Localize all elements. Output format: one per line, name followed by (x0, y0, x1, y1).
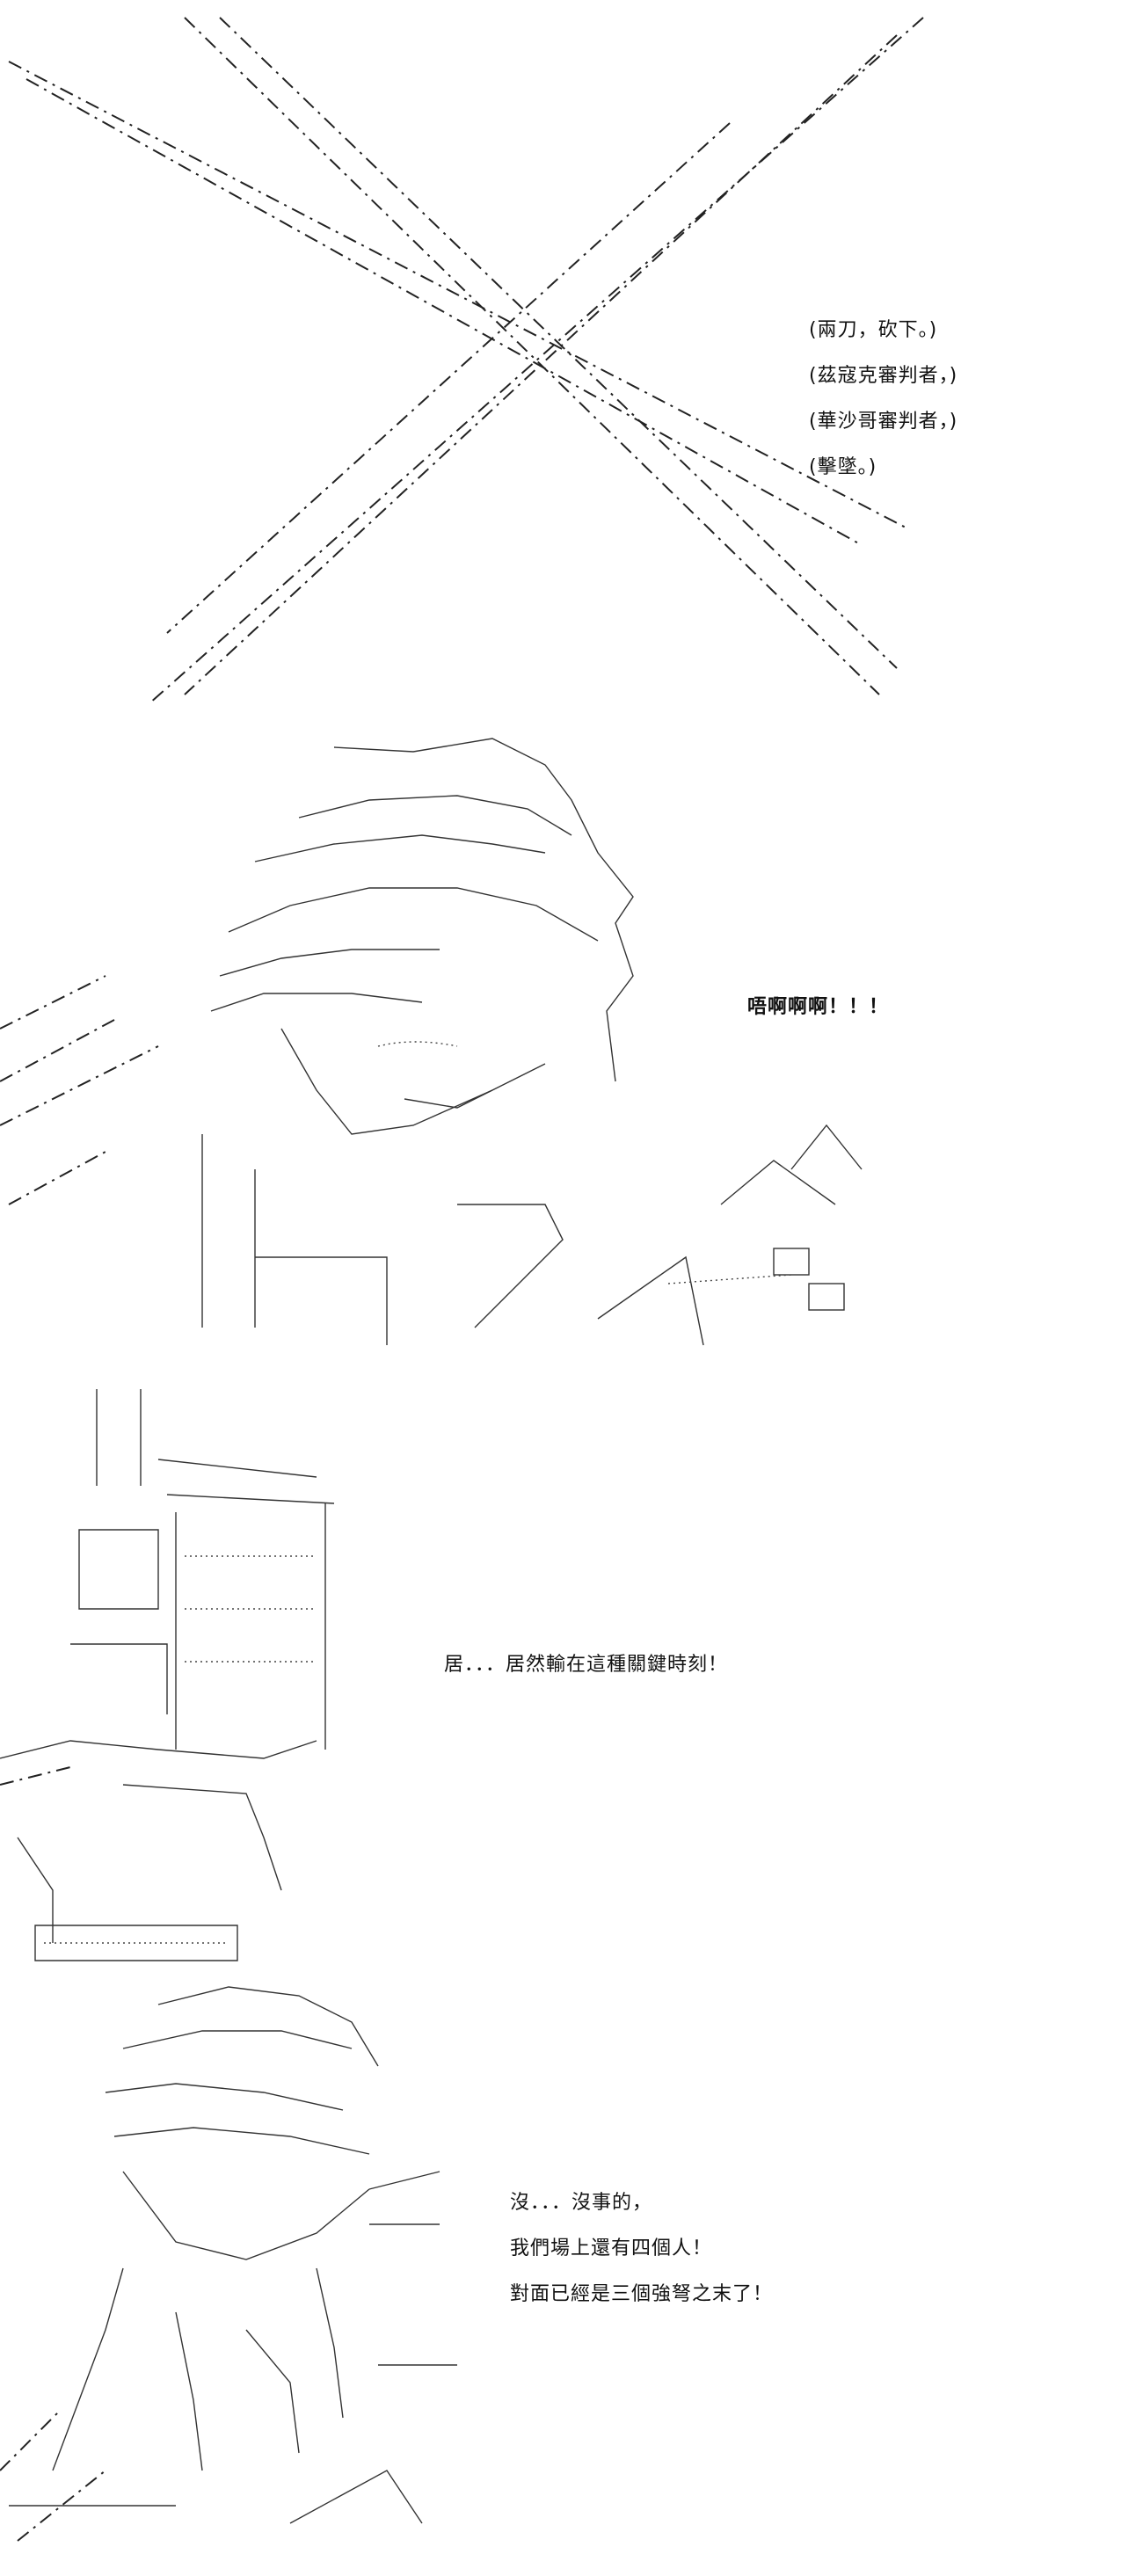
reassuring-character-art (0, 1986, 457, 2542)
screaming-character-art (0, 738, 863, 1346)
crossed-blades-art (8, 17, 924, 704)
panel-scream: 唔啊啊啊！！！ (0, 712, 1143, 1380)
panel-reassure: 沒．．．沒事的， 我們場上還有四個人！ 對面已經是三個強弩之末了！ (0, 1978, 1143, 2576)
narration-line-4: (擊墜。) (809, 456, 877, 478)
panel-slash: (兩刀，砍下。) (茲寇克審判者，) (華沙哥審判者，) (擊墜。) (0, 0, 1143, 712)
defeated-character-art (0, 1389, 335, 1961)
reassure-dialogue: 沒．．．沒事的， 我們場上還有四個人！ 對面已經是三個強弩之末了！ (510, 2189, 773, 2309)
narration-line-1: (兩刀，砍下。) (809, 319, 938, 341)
defeat-line: 居．．．居然輸在這種關鍵時刻！ (444, 1654, 729, 1676)
scream-text: 唔啊啊啊！！！ (747, 996, 890, 1018)
narration-line-3: (華沙哥審判者，) (809, 411, 958, 433)
narration-line-2: (茲寇克審判者，) (809, 365, 958, 387)
reassure-line-1: 沒．．．沒事的， (510, 2192, 653, 2214)
narration-box: (兩刀，砍下。) (茲寇克審判者，) (華沙哥審判者，) (擊墜。) (809, 317, 957, 482)
reassure-line-2: 我們場上還有四個人！ (510, 2238, 713, 2259)
reassure-line-3: 對面已經是三個強弩之末了！ (510, 2283, 774, 2305)
panel-defeated: 居．．．居然輸在這種關鍵時刻！ (0, 1380, 1143, 1978)
